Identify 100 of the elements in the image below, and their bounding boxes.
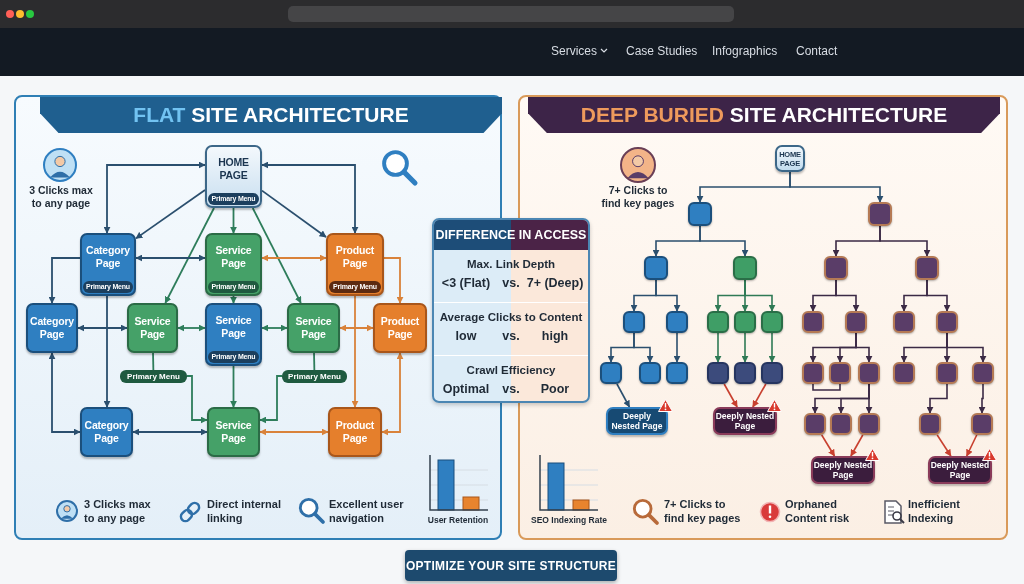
- connector-arrow: [926, 279, 951, 312]
- cell-value: 7+ (Deep): [525, 276, 585, 290]
- page-box: [666, 362, 688, 384]
- page-box: [644, 256, 668, 280]
- page-box: [829, 362, 851, 384]
- page-box: [893, 311, 915, 333]
- chart-label: SEO Indexing Rate: [529, 515, 608, 525]
- page-label: Deeply Nested Page: [610, 410, 664, 432]
- connector-arrow: [926, 383, 948, 414]
- feature-text: 7+ Clicks to find key pages: [664, 498, 742, 526]
- connector-arrow: [177, 324, 206, 332]
- connector-arrow: [339, 324, 374, 332]
- connector-arrow: [865, 383, 873, 414]
- connector-arrow: [259, 428, 329, 436]
- connector-arrow: [383, 257, 404, 304]
- connector-arrow: [855, 332, 873, 363]
- row-title: Average Clicks to Content: [438, 311, 584, 323]
- feature-text: Direct internal linking: [207, 498, 282, 526]
- page-box: [707, 311, 729, 333]
- page-box: [127, 303, 178, 353]
- page-label: Deeply Nested Page: [715, 410, 775, 432]
- connector-arrow: [103, 161, 206, 234]
- connector-arrow: [936, 434, 952, 457]
- connector-arrow: [259, 375, 283, 424]
- connector-arrow: [978, 383, 986, 414]
- page-box: [761, 362, 783, 384]
- page-label: Product Page: [379, 315, 421, 341]
- connector-arrow: [77, 324, 128, 332]
- cell-value: vs.: [501, 382, 521, 396]
- page-box: [326, 233, 384, 296]
- connector-arrow: [835, 279, 860, 312]
- page-box: [328, 407, 382, 457]
- page-label: Category Page: [85, 244, 131, 270]
- page-box: [804, 413, 826, 435]
- page-box: [733, 256, 757, 280]
- page-box: [761, 311, 783, 333]
- caption: 3 Clicks max to any page: [28, 184, 94, 211]
- page-label: Deeply Nested Page: [813, 459, 873, 481]
- connector-arrow: [132, 428, 208, 436]
- connector-arrow: [186, 375, 208, 424]
- page-box: [373, 303, 427, 353]
- connector-arrow: [135, 189, 206, 240]
- feature-text: 3 Clicks max to any page: [84, 498, 152, 526]
- page-box: [936, 362, 958, 384]
- page-box: [688, 202, 712, 226]
- feature-text: Inefficient Indexing: [908, 498, 961, 526]
- feature-text: Orphaned Content risk: [785, 498, 851, 526]
- cell-value: low: [454, 329, 478, 343]
- page-box: [802, 311, 824, 333]
- caption: 7+ Clicks to find key pages: [600, 184, 676, 211]
- home-page-box: [205, 145, 262, 208]
- connector-arrow: [633, 332, 654, 363]
- connector-arrow: [103, 295, 111, 408]
- page-box: [971, 413, 993, 435]
- connector-arrow: [752, 383, 767, 408]
- page-box: [919, 413, 941, 435]
- page-box: [734, 311, 756, 333]
- page-box: [80, 233, 136, 296]
- page-box: [707, 362, 729, 384]
- connector-arrow: [723, 383, 738, 408]
- page-label: Product Page: [334, 419, 376, 445]
- connector-arrow: [261, 324, 288, 332]
- page-box: [80, 407, 133, 457]
- connector-arrow: [164, 207, 215, 304]
- nav-link: Case Studies: [626, 44, 696, 58]
- connector-line: [152, 352, 155, 371]
- connector-arrow: [768, 332, 776, 363]
- page-box: [893, 362, 915, 384]
- page-box: [205, 233, 262, 296]
- page-label: Service Page: [133, 315, 172, 341]
- page-label: Service Page: [214, 419, 253, 445]
- nav-link: Services: [551, 44, 598, 58]
- page-label: HOME PAGE: [217, 156, 250, 182]
- panel-title: FLAT SITE ARCHITECTURE: [40, 97, 502, 133]
- page-box: [623, 311, 645, 333]
- connector-arrow: [261, 189, 327, 238]
- page-box: [26, 303, 78, 353]
- connector-arrow: [946, 332, 987, 363]
- connector-arrow: [261, 254, 327, 262]
- connector-arrow: [351, 295, 359, 408]
- cell-value: Poor: [539, 382, 571, 396]
- connector-arrow: [230, 207, 237, 234]
- cta-button: OPTIMIZE YOUR SITE STRUCTURE: [405, 550, 617, 581]
- page-box: [666, 311, 688, 333]
- page-box: [802, 362, 824, 384]
- page-box: [830, 413, 852, 435]
- connector-arrow: [48, 257, 81, 304]
- page-label: Deeply Nested Page: [930, 459, 990, 481]
- page-box: [858, 413, 880, 435]
- connector-line: [313, 352, 316, 371]
- nav-link: Infographics: [712, 44, 779, 58]
- connector-arrow: [655, 279, 681, 312]
- page-label: Product Page: [334, 244, 376, 270]
- page-box: [600, 362, 622, 384]
- connector-arrow: [230, 365, 237, 408]
- row-title: Crawl Efficiency: [465, 364, 557, 376]
- page-box: [868, 202, 892, 226]
- page-box: [972, 362, 994, 384]
- comparison-table: [432, 218, 590, 403]
- page-label: Category Page: [83, 419, 130, 445]
